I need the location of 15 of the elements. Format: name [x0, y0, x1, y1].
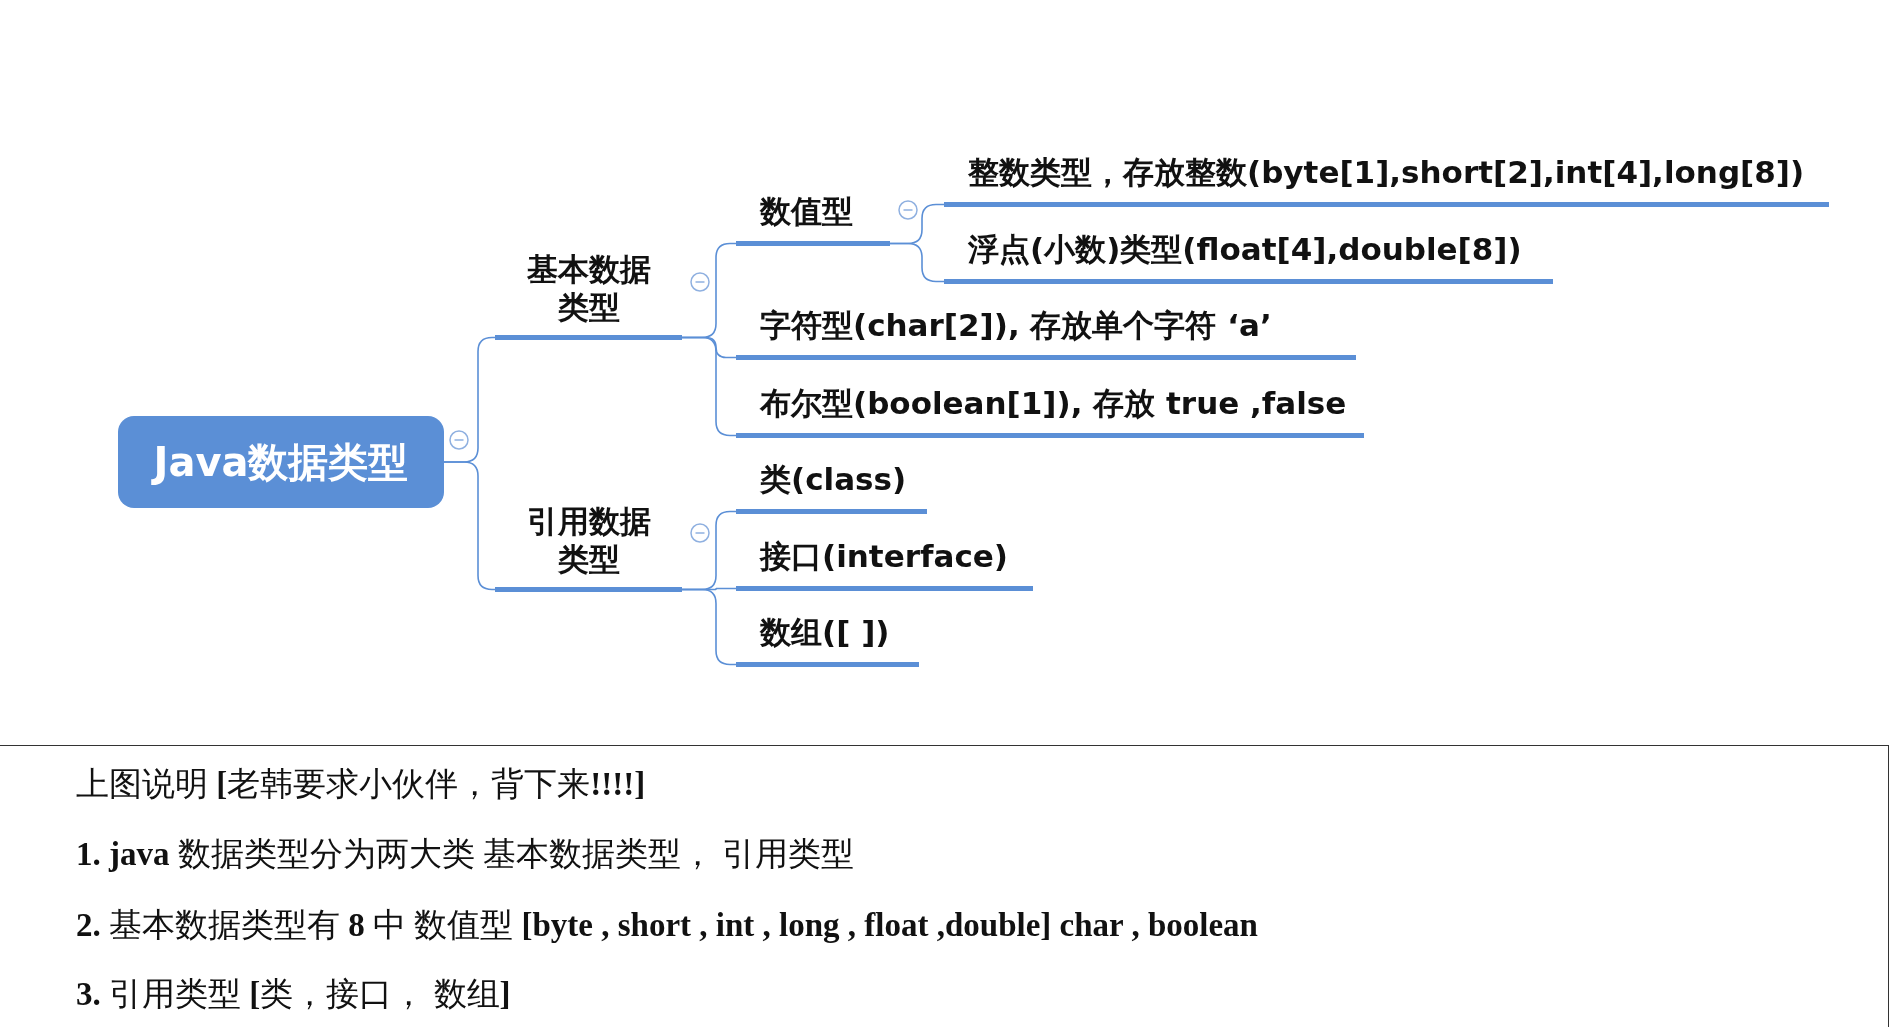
branch-topic: 浮点(小数)类型(float[4],double[8]) [944, 222, 1553, 284]
branch-topic: 数组([ ]) [736, 605, 919, 667]
branch-topic: 字符型(char[2]), 存放单个字符 ‘a’ [736, 298, 1356, 360]
branch-topic: 布尔型(boolean[1]), 存放 true ,false [736, 376, 1364, 438]
root-box: Java数据类型 [118, 416, 444, 508]
note-text: 1. java 数据类型分为两大类 基本数据类型， 引用类型 [76, 835, 855, 874]
branch-topic: 数值型 [736, 186, 890, 246]
note-text: 2. 基本数据类型有 8 中 数值型 [byte , short , int , long , float ,double] char , boolean [76, 906, 1258, 945]
branch-topic: 基本数据类型 [495, 230, 682, 340]
branch-topic: 类(class) [736, 452, 927, 514]
branch-topic: 接口(interface) [736, 529, 1033, 591]
note-text: 3. 引用类型 [类，接口， 数组] [76, 975, 511, 1014]
branch-topic: 引用数据类型 [495, 482, 682, 592]
note-heading: 上图说明 [老韩要求小伙伴，背下来!!!!] [76, 765, 646, 804]
branch-topic: 整数类型，存放整数(byte[1],short[2],int[4],long[8]) [944, 145, 1829, 207]
